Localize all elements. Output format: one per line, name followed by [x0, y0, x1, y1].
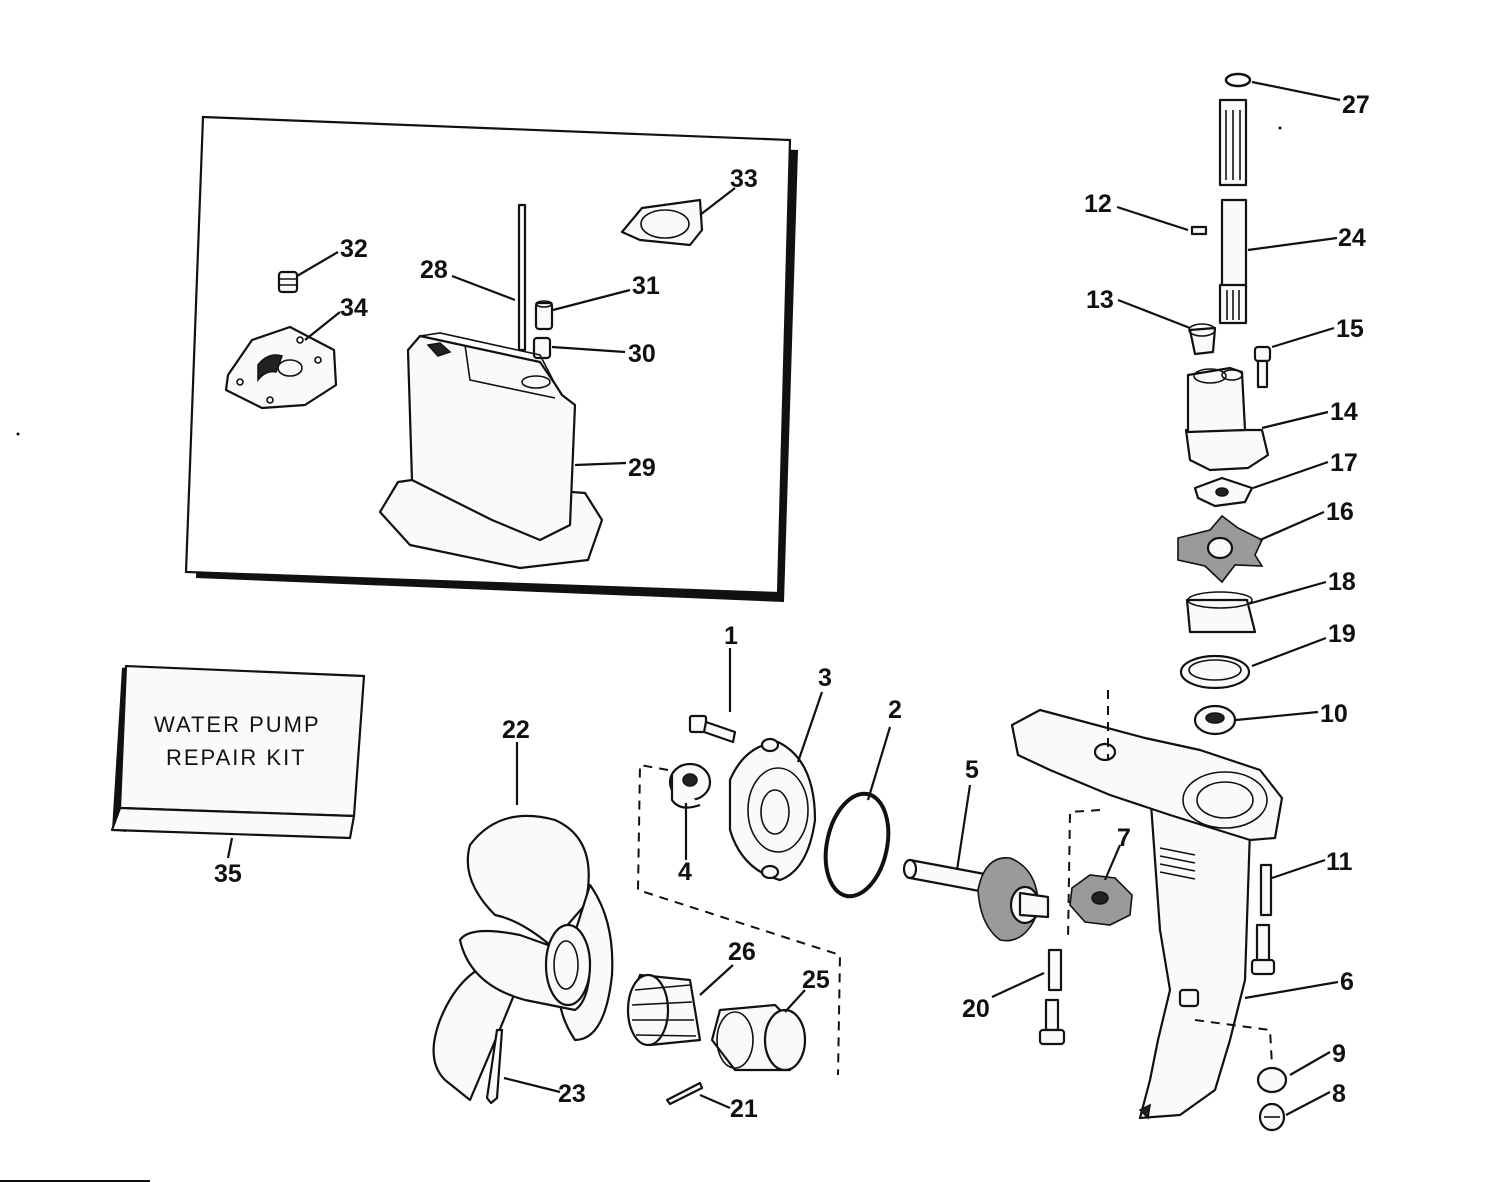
callout-19: 19 [1328, 620, 1356, 648]
part-4-bearing [668, 762, 712, 809]
part-11-stud [1259, 863, 1273, 917]
part-5-gear-shaft [902, 857, 1050, 942]
part-14-pump-housing [1184, 366, 1270, 472]
part-20-stud [1038, 948, 1066, 1046]
callout-5: 5 [965, 756, 979, 784]
part-16-impeller [1177, 514, 1264, 584]
callout-24: 24 [1338, 224, 1366, 252]
part-17-plate [1193, 476, 1254, 508]
callout-17: 17 [1330, 449, 1358, 477]
callout-28: 28 [420, 256, 448, 284]
callout-3: 3 [818, 664, 832, 692]
part-6-bolt [1250, 923, 1276, 976]
part-12-pin [1190, 225, 1208, 236]
part-28-rod [517, 203, 527, 352]
callout-13: 13 [1086, 286, 1114, 314]
callout-1: 1 [724, 622, 738, 650]
callout-6: 6 [1340, 968, 1354, 996]
gearcase-axis-dashed [1067, 690, 1273, 1066]
scan-dot [1278, 126, 1282, 130]
callout-9: 9 [1332, 1040, 1346, 1068]
callout-33: 33 [730, 165, 758, 193]
part-32-plug [277, 270, 299, 294]
callout-20: 20 [962, 995, 990, 1023]
part-31-grommet [534, 300, 554, 331]
callout-7: 7 [1117, 824, 1131, 852]
callout-4: 4 [678, 858, 692, 886]
part-22-propeller [432, 814, 614, 1102]
callout-34: 34 [340, 294, 368, 322]
callout-16: 16 [1326, 498, 1354, 526]
kit-line-2: REPAIR KIT [166, 745, 307, 770]
callout-14: 14 [1330, 398, 1358, 426]
part-13-grommet [1188, 323, 1217, 356]
kit-bracket-dashed [636, 763, 842, 1076]
callout-labels: 1 2 3 4 5 6 7 8 9 10 11 12 13 14 15 16 1… [214, 91, 1370, 1123]
callout-27: 27 [1342, 91, 1370, 119]
callout-35: 35 [214, 860, 242, 888]
part-2-o-ring [823, 791, 891, 899]
leader-lines [226, 80, 1341, 1116]
callout-11: 11 [1326, 848, 1353, 876]
scan-dot [16, 432, 20, 436]
part-33-gasket [620, 198, 704, 247]
part-24-driveshaft [1218, 98, 1248, 325]
part-21-pin [665, 1081, 704, 1106]
part-8-screw [1258, 1102, 1286, 1132]
part-29-housing [378, 332, 604, 570]
part-23-cotter-pin [485, 1028, 504, 1105]
part-3-bearing-housing [728, 737, 817, 882]
part-1-screw [688, 714, 737, 744]
part-6-gearcase [1010, 708, 1284, 1120]
part-19-gasket-ring [1179, 654, 1251, 690]
callout-22: 22 [502, 716, 530, 744]
callout-30: 30 [628, 340, 656, 368]
callout-8: 8 [1332, 1080, 1346, 1108]
part-34-plate [224, 325, 338, 410]
part-18-liner [1185, 591, 1257, 634]
callout-10: 10 [1320, 700, 1348, 728]
callout-29: 29 [628, 454, 656, 482]
callout-21: 21 [730, 1095, 758, 1123]
callout-18: 18 [1328, 568, 1356, 596]
callout-32: 32 [340, 235, 368, 263]
callout-2: 2 [888, 696, 902, 724]
kit-line-1: WATER PUMP [154, 712, 321, 737]
callout-26: 26 [728, 938, 756, 966]
part-27-ring [1224, 72, 1252, 88]
part-10-seal [1193, 704, 1237, 736]
part-9-plug [1256, 1066, 1288, 1094]
part-15-screw [1253, 345, 1272, 389]
part-7-gear [1069, 874, 1133, 926]
callout-12: 12 [1084, 190, 1112, 218]
callout-31: 31 [632, 272, 660, 300]
callout-25: 25 [802, 966, 830, 994]
repair-kit-box: WATER PUMP REPAIR KIT [110, 664, 366, 840]
part-25-washer [710, 1003, 807, 1072]
callout-15: 15 [1336, 315, 1364, 343]
callout-23: 23 [558, 1080, 586, 1108]
part-26-bushing [626, 973, 702, 1047]
